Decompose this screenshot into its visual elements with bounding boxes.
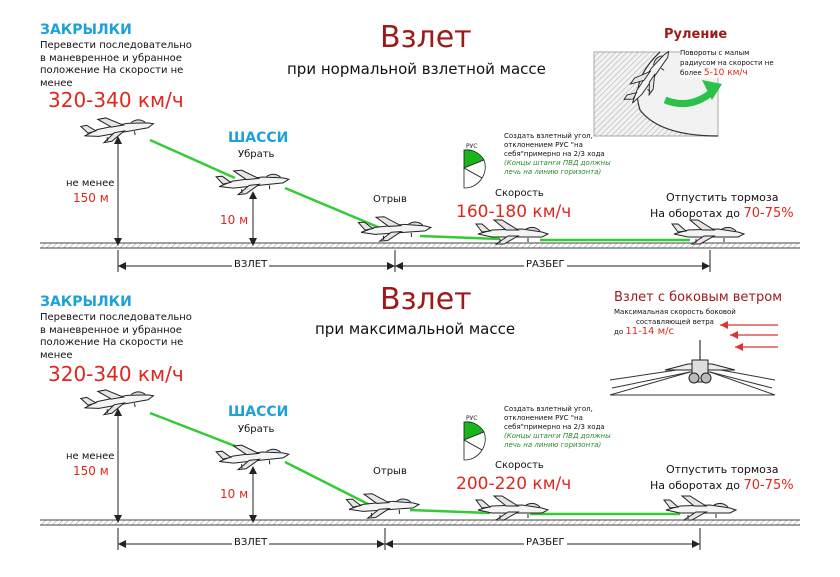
panel-1-speed-label: Скорость [495,188,544,199]
path-line-1 [149,138,690,242]
panel-1-gear-title: ШАССИ [228,130,289,146]
panel-2-gear-action: Убрать [238,424,275,435]
panel-1-ruc-label: РУС [466,143,478,150]
panel-1-flaps-title: ЗАКРЫЛКИ [40,22,132,38]
panel-2-graphics [40,321,800,550]
panel-2-gear-alt: 10 м [220,487,249,501]
panel-2-title: Взлет [380,282,472,317]
panel-2-speed-value: 200-220 км/ч [456,474,572,494]
panel-1-gear-alt: 10 м [220,213,249,227]
panel-1-rpm: На оборотах до 70-75% [650,206,794,221]
panel-1-stick-text: Создать взлетный угол, отклонением РУС "… [504,132,611,176]
panel-1-min-alt-value: 150 м [73,191,109,205]
panel-2-min-alt-label: не менее [66,451,115,462]
panel-2-flaps-title: ЗАКРЫЛКИ [40,294,132,310]
panel-1-axis-roll: РАЗБЕГ [524,259,567,270]
jet-liftoff-2 [345,490,421,520]
panel-2-brakes: Отпустить тормоза [666,463,779,476]
panel-2-min-alt-value: 150 м [73,464,109,478]
panel-2-subtitle: при максимальной массе [315,320,516,338]
panel-2-flaps-speed: 320-340 км/ч [48,362,184,386]
panel-1-inset-title: Руление [664,27,728,42]
crosswind-inset [609,321,778,396]
panel-2-rpm: На оборотах до 70-75% [650,478,794,493]
panel-2-inset-text: Максимальная скорость боковой составляющ… [614,308,736,337]
panel-2-axis-takeoff: ВЗЛЕТ [232,537,270,548]
panel-1-liftoff: Отрыв [373,194,407,205]
panel-2-liftoff: Отрыв [373,466,407,477]
panel-2-inset-title: Взлет с боковым ветром [614,290,783,305]
panel-1-inset-text: Повороты с малым радиусом на скорости не… [680,48,774,78]
jet-start-2 [663,495,737,521]
panel-1-flaps-speed: 320-340 км/ч [48,88,184,112]
jet-roll-1 [475,219,549,245]
panel-1-min-alt-label: не менее [66,178,115,189]
panel-2-speed-label: Скорость [495,460,544,471]
panel-1-flaps-text: Перевести последовательно в маневренное … [40,40,192,89]
panel-2-flaps-text: Перевести последовательно в маневренное … [40,312,192,361]
panel-1-title: Взлет [380,20,472,55]
jet-liftoff-1 [357,213,433,243]
panel-1-brakes: Отпустить тормоза [666,191,779,204]
panel-2-ruc-label: РУС [466,415,478,422]
panel-2-gear-title: ШАССИ [228,404,289,420]
jet-roll-2 [475,495,549,521]
panel-1-subtitle: при нормальной взлетной массе [287,60,546,78]
panel-1-speed-value: 160-180 км/ч [456,202,572,222]
ground-2 [40,520,800,525]
panel-1-gear-action: Убрать [238,149,275,160]
path-line-2 [149,411,680,516]
panel-2-stick-text: Создать взлетный угол, отклонением РУС "… [504,405,611,449]
ground-1 [40,243,800,248]
panel-1-axis-takeoff: ВЗЛЕТ [232,259,270,270]
panel-2-axis-roll: РАЗБЕГ [524,537,567,548]
